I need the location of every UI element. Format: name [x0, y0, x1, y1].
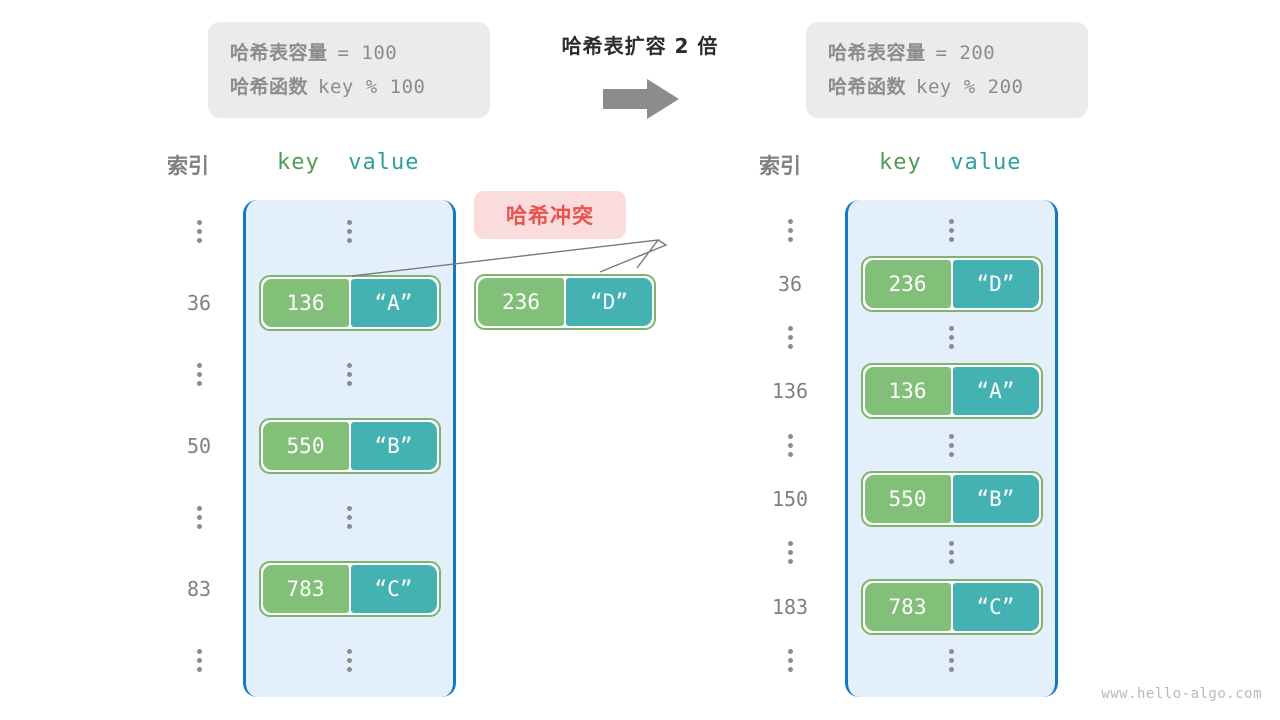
row-ellipsis: [243, 361, 456, 387]
entry-value-cell: “D”: [566, 278, 652, 326]
watermark: www.hello-algo.com: [1101, 686, 1262, 702]
index-ellipsis: [164, 503, 234, 531]
table-row: 783“C”: [845, 578, 1058, 636]
entry-value-cell: “D”: [952, 259, 1039, 308]
entry-key-cell: 136: [262, 278, 349, 327]
entry-pair: 783“C”: [258, 560, 441, 617]
capacity-label: 哈希表容量: [828, 42, 926, 64]
vertical-ellipsis-icon: [949, 540, 954, 566]
index-ellipsis: [755, 216, 825, 244]
row-ellipsis: [845, 540, 1058, 566]
key-header-label: key: [277, 150, 320, 175]
capacity-line-right: 哈希表容量 = 200: [828, 36, 1066, 70]
entry-value-cell: “B”: [952, 475, 1039, 523]
entry-pair: 550“B”: [258, 417, 441, 474]
index-ellipsis: [755, 431, 825, 459]
entry-pair: 136“A”: [258, 274, 441, 331]
entry-key-cell: 236: [478, 278, 564, 326]
table-row: 136“A”: [243, 274, 456, 332]
entry-key-cell: 783: [262, 564, 349, 613]
index-ellipsis: [164, 217, 234, 245]
overflow-entry-pair: 236 “D”: [474, 274, 656, 330]
entry-value-cell: “C”: [952, 582, 1039, 631]
entry-value-cell: “A”: [952, 367, 1039, 416]
table-row: 550“B”: [243, 417, 456, 475]
page-title: 哈希表扩容 2 倍: [561, 34, 719, 58]
index-label: 36: [777, 271, 803, 296]
vertical-ellipsis-icon: [347, 647, 352, 673]
value-header-label: value: [950, 150, 1022, 175]
hash-table-info-left: 哈希表容量 = 100 哈希函数 key % 100: [208, 22, 490, 118]
entry-value-cell: “B”: [350, 421, 437, 470]
entry-key-cell: 136: [864, 367, 951, 416]
kv-column-header-left: key value: [277, 150, 419, 175]
capacity-value: = 200: [935, 42, 996, 64]
index-ellipsis: [164, 360, 234, 388]
vertical-ellipsis-icon: [949, 432, 954, 458]
table-row: 783“C”: [243, 560, 456, 618]
vertical-ellipsis-icon: [347, 361, 352, 387]
entry-key-cell: 783: [864, 582, 951, 631]
index-label: 136: [771, 379, 809, 404]
entry-key-cell: 236: [864, 259, 951, 308]
entry-value-cell: “A”: [350, 278, 437, 327]
capacity-line-left: 哈希表容量 = 100: [230, 36, 468, 70]
hashfn-value: key % 200: [916, 76, 1024, 98]
row-ellipsis: [845, 647, 1058, 673]
row-ellipsis: [845, 217, 1058, 243]
vertical-ellipsis-icon: [347, 504, 352, 530]
key-header-label: key: [879, 150, 922, 175]
index-column-header-right: 索引: [759, 154, 801, 178]
vertical-ellipsis-icon: [949, 325, 954, 351]
capacity-value: = 100: [337, 42, 398, 64]
vertical-ellipsis-icon: [949, 647, 954, 673]
entry-pair: 136“A”: [860, 363, 1043, 420]
entry-pair: 783“C”: [860, 578, 1043, 635]
table-row: 136“A”: [845, 362, 1058, 420]
hashfn-value: key % 100: [318, 76, 426, 98]
index-ellipsis: [755, 324, 825, 352]
index-label: 83: [186, 576, 212, 601]
kv-column-header-right: key value: [879, 150, 1021, 175]
entry-key-cell: 550: [262, 421, 349, 470]
collision-callout-badge: 哈希冲突: [474, 191, 626, 239]
entry-pair: 236“D”: [860, 255, 1043, 312]
hashfn-label: 哈希函数: [230, 76, 309, 98]
index-label: 150: [771, 487, 809, 511]
index-label: 183: [771, 594, 809, 619]
vertical-ellipsis-icon: [949, 217, 954, 243]
index-label: 36: [186, 290, 212, 315]
index-ellipsis: [755, 646, 825, 674]
index-label: 50: [186, 433, 212, 458]
row-ellipsis: [845, 432, 1058, 458]
hashfn-label: 哈希函数: [828, 76, 907, 98]
row-ellipsis: [243, 218, 456, 244]
hashfn-line-right: 哈希函数 key % 200: [828, 70, 1066, 104]
index-ellipsis: [755, 539, 825, 567]
table-row: 550“B”: [845, 470, 1058, 528]
index-ellipsis: [164, 646, 234, 674]
row-ellipsis: [243, 647, 456, 673]
row-ellipsis: [845, 325, 1058, 351]
vertical-ellipsis-icon: [347, 218, 352, 244]
value-header-label: value: [348, 150, 420, 175]
hash-table-info-right: 哈希表容量 = 200 哈希函数 key % 200: [806, 22, 1088, 118]
row-ellipsis: [243, 504, 456, 530]
entry-pair: 550“B”: [860, 471, 1043, 527]
arrow-right-icon: [603, 79, 679, 119]
capacity-label: 哈希表容量: [230, 42, 328, 64]
entry-key-cell: 550: [864, 475, 951, 523]
table-row: 236“D”: [845, 255, 1058, 313]
index-column-header-left: 索引: [167, 154, 209, 178]
entry-value-cell: “C”: [350, 564, 437, 613]
hashfn-line-left: 哈希函数 key % 100: [230, 70, 468, 104]
